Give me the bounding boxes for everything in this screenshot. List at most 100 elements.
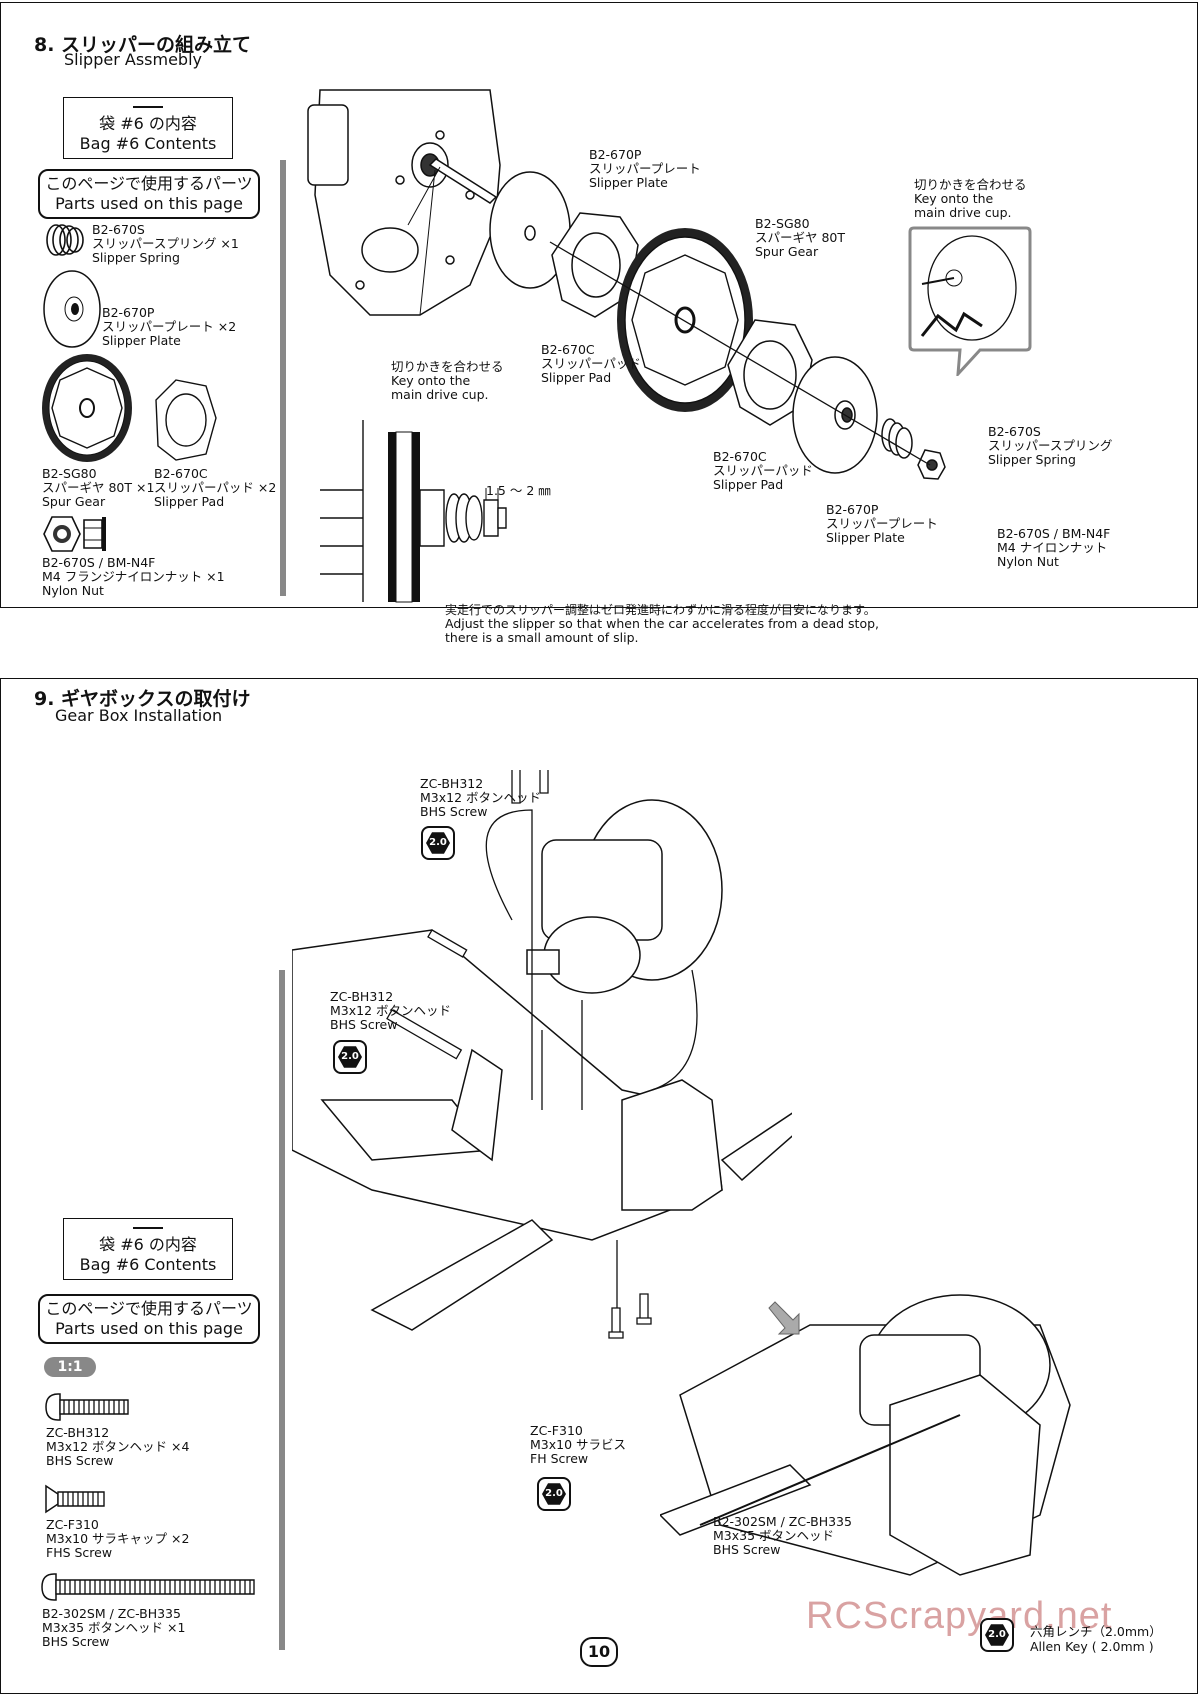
parts-label-en: Parts used on this page [55,1319,243,1338]
callout-code: ZC-F310 [530,1423,583,1438]
callout-en: Slipper Plate [589,175,668,190]
callout-jp: M3x12 ボタンヘッド [330,1003,452,1018]
callout-code: B2-670S [988,424,1041,439]
wrench-size: 2.0 [985,1624,1009,1646]
adjust-note-jp: 実走行でのスリッパー調整はゼロ発進時にわずかに滑る程度が目安になります。 [445,603,876,617]
callout-en: BHS Screw [420,804,488,819]
callout-jp: M3x12 ボタンヘッド [420,790,542,805]
part-en: BHS Screw [42,1634,110,1649]
callout-code: B2-670P [589,147,642,162]
step9-parts-box: このページで使用するパーツ Parts used on this page [38,1294,260,1344]
slipper-plate-icon [42,268,104,350]
key-note-right-jp: 切りかきを合わせる [914,177,1027,192]
tool-note-en: Allen Key ( 2.0mm ) [1030,1639,1154,1654]
hex-wrench-icon: 2.0 [333,1040,367,1074]
hex-wrench-icon: 2.0 [980,1618,1014,1652]
wrench-size: 2.0 [426,832,450,854]
part-en: Nylon Nut [42,583,104,598]
part-jp: スリッパースプリング ×1 [92,236,239,251]
nylon-nut-icon [42,514,106,554]
part-code: B2-SG80 [42,466,97,481]
step8-subtitle: Slipper Assmebly [64,50,202,69]
callout-code: ZC-BH312 [420,776,484,791]
bag-label-jp: 袋 #6 の内容 [99,1235,197,1254]
part-code: B2-670S [92,222,145,237]
callout-jp: スパーギヤ 80T [755,230,846,245]
callout-code: B2-670C [713,449,767,464]
callout-en: Slipper Pad [713,477,784,492]
part-en: Slipper Pad [154,494,225,509]
callout-code: ZC-BH312 [330,989,394,1004]
part-code: B2-670C [154,466,208,481]
callout-en: Slipper Spring [988,452,1076,467]
callout-jp: M3x10 サラビス [530,1437,627,1452]
parts-label-en: Parts used on this page [55,194,243,213]
fhs-screw-m3x10-icon [44,1484,106,1514]
step9-subtitle: Gear Box Installation [55,706,223,725]
part-code: B2-670S / BM-N4F [42,555,156,570]
key-note-left-en2: main drive cup. [391,387,489,402]
part-en: Slipper Plate [102,333,181,348]
part-code: ZC-F310 [46,1517,99,1532]
callout-en: Slipper Pad [541,370,612,385]
callout-jp: スリッパーパッド [541,356,641,371]
part-code: B2-670P [102,305,155,320]
step9-title: 9. ギヤボックスの取付け [34,688,251,710]
part-jp: M3x12 ボタンヘッド ×4 [46,1439,190,1454]
callout-en: BHS Screw [330,1017,398,1032]
part-jp: スリッパーパッド ×2 [154,480,277,495]
step8-divider-bar [280,160,286,596]
parts-label-jp: このページで使用するパーツ [45,174,253,193]
callout-jp: スリッパープレート [826,516,938,531]
step8-parts-box: このページで使用するパーツ Parts used on this page [38,169,260,219]
part-en: Spur Gear [42,494,106,509]
slipper-gap-label: 1.5 ～ 2 ㎜ [486,483,551,498]
step8-title: 8. スリッパーの組み立て [34,34,252,56]
scale-badge: 1:1 [44,1357,96,1377]
part-en: BHS Screw [46,1453,114,1468]
parts-label-jp: このページで使用するパーツ [45,1299,253,1318]
wrench-size: 2.0 [338,1046,362,1068]
direction-arrow-icon [765,1298,805,1338]
tool-note-jp: 六角レンチ（2.0mm） [1030,1624,1162,1639]
callout-en: BHS Screw [713,1542,781,1557]
bhs-screw-m3x12-icon [44,1392,130,1422]
part-en: Slipper Spring [92,250,180,265]
adjust-note-en1: Adjust the slipper so that when the car … [445,616,880,631]
callout-jp: スリッパープレート [589,161,701,176]
bag-label-en: Bag #6 Contents [79,1255,217,1274]
key-note-left-jp: 切りかきを合わせる [391,359,504,374]
callout-jp: M3x35 ボタンヘッド [713,1528,835,1543]
bag-dash [133,106,163,108]
step9-panel [0,678,1198,1694]
slipper-side-view [318,418,568,604]
bag-label-jp: 袋 #6 の内容 [99,114,197,133]
callout-jp: M4 ナイロンナット [997,540,1108,555]
slipper-exploded-illustration [300,85,960,525]
part-en: FHS Screw [46,1545,113,1560]
page-number: 10 [580,1637,618,1667]
step8-bag-box: 袋 #6 の内容 Bag #6 Contents [63,97,233,159]
adjust-note-en2: there is a small amount of slip. [445,630,639,645]
bhs-screw-m3x35-icon [40,1572,256,1602]
step9-bag-box: 袋 #6 の内容 Bag #6 Contents [63,1218,233,1280]
callout-en: Spur Gear [755,244,819,259]
step8-panel [0,2,1198,608]
callout-en: Nylon Nut [997,554,1059,569]
callout-jp: スリッパーパッド [713,463,813,478]
callout-code: B2-670C [541,342,595,357]
spur-gear-icon [42,354,132,462]
wrench-size: 2.0 [542,1483,566,1505]
callout-code: B2-670S / BM-N4F [997,526,1111,541]
key-note-left-en1: Key onto the [391,373,471,388]
callout-jp: スリッパースプリング [988,438,1113,453]
part-code: B2-302SM / ZC-BH335 [42,1606,181,1621]
bag-label-en: Bag #6 Contents [79,134,217,153]
part-jp: スリッパープレート ×2 [102,319,237,334]
slipper-pad-icon [154,378,218,462]
callout-en: FH Screw [530,1451,589,1466]
watermark: RCScrapyard.net [806,1595,1113,1637]
key-detail-inset [908,226,1032,376]
hex-wrench-icon: 2.0 [537,1477,571,1511]
key-note-right-en1: Key onto the [914,191,994,206]
